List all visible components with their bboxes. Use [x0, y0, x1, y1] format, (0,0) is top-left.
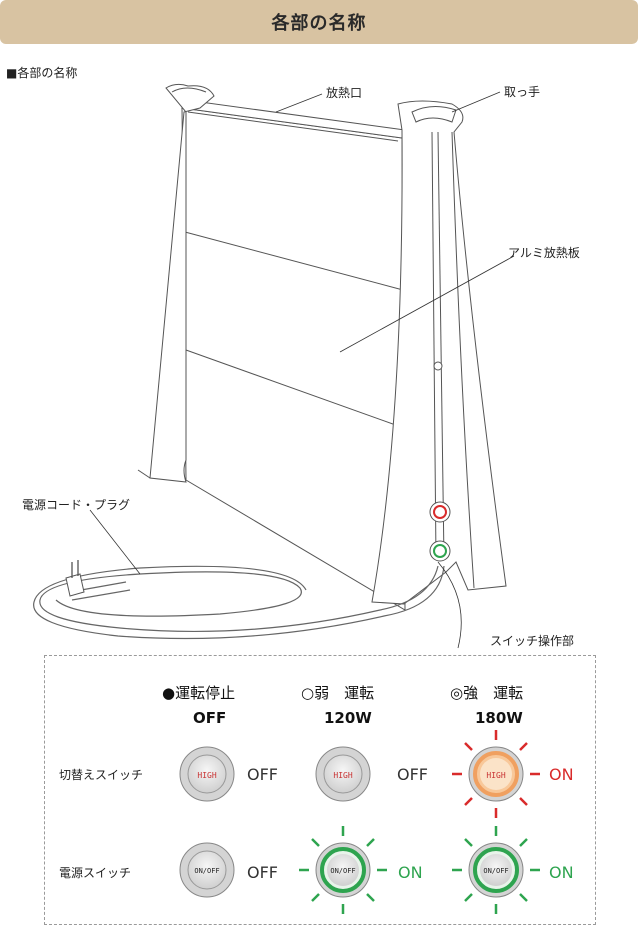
power-switch-stop-text: ON/OFF	[194, 867, 219, 875]
callout-vent: 放熱口	[326, 86, 363, 100]
col-low-watt: 120W	[324, 709, 372, 727]
power-switch-low-text: ON/OFF	[330, 867, 355, 875]
row-label-select-switch: 切替えスイッチ	[59, 768, 144, 782]
handle	[411, 106, 457, 123]
state-power-stop: OFF	[247, 863, 278, 882]
high-switch-high: HIGH	[452, 730, 540, 818]
fin-line-1	[184, 231, 404, 291]
col-stop-mode: ●運転停止	[162, 684, 236, 702]
col-high-watt: 180W	[475, 709, 523, 727]
leader-vent	[275, 93, 323, 113]
leader-fin	[339, 255, 515, 353]
heater-illustration	[33, 83, 515, 649]
switch-state-graphics: HIGH HIGH HIGH ON/OFF	[179, 730, 540, 914]
callout-handle: 取っ手	[504, 85, 541, 99]
right-leg	[371, 100, 507, 605]
heater-back-panel	[181, 107, 406, 611]
power-switch-stop: ON/OFF	[179, 842, 235, 898]
header-banner: 各部の名称	[0, 0, 638, 44]
leader-cord	[89, 509, 141, 575]
page-title: 各部の名称	[271, 13, 367, 34]
high-switch-low: HIGH	[315, 746, 371, 802]
section-label: ■各部の名称	[6, 66, 78, 80]
power-switch-low: ON/OFF	[299, 826, 387, 914]
leader-handle	[451, 91, 501, 113]
row-label-power-switch: 電源スイッチ	[59, 866, 132, 880]
power-switch-high-text: ON/OFF	[483, 867, 508, 875]
high-switch-low-text: HIGH	[333, 771, 352, 780]
high-switch-high-text: HIGH	[486, 771, 505, 780]
switch-panel: ●運転停止 OFF ○弱 運転 120W ◎強 運転 180W 切替えスイッチ …	[44, 655, 596, 925]
high-switch-stop-text: HIGH	[197, 771, 216, 780]
callout-switch-area: スイッチ操作部	[490, 634, 575, 648]
state-power-high: ON	[549, 863, 574, 882]
state-high-stop: OFF	[247, 765, 278, 784]
leader-switch	[437, 561, 462, 649]
left-leg	[149, 83, 215, 483]
high-switch-stop: HIGH	[179, 746, 235, 802]
fin-line-2	[185, 349, 405, 429]
col-stop-watt: OFF	[193, 709, 227, 727]
state-high-high: ON	[549, 765, 574, 784]
callout-cord: 電源コード・プラグ	[22, 498, 131, 512]
callout-fin: アルミ放熱板	[508, 246, 580, 260]
state-high-low: OFF	[397, 765, 428, 784]
plug	[65, 573, 85, 597]
state-power-low: ON	[398, 863, 423, 882]
col-low-mode: ○弱 運転	[301, 684, 375, 702]
col-high-mode: ◎強 運転	[450, 684, 524, 702]
power-switch-high: ON/OFF	[452, 826, 540, 914]
